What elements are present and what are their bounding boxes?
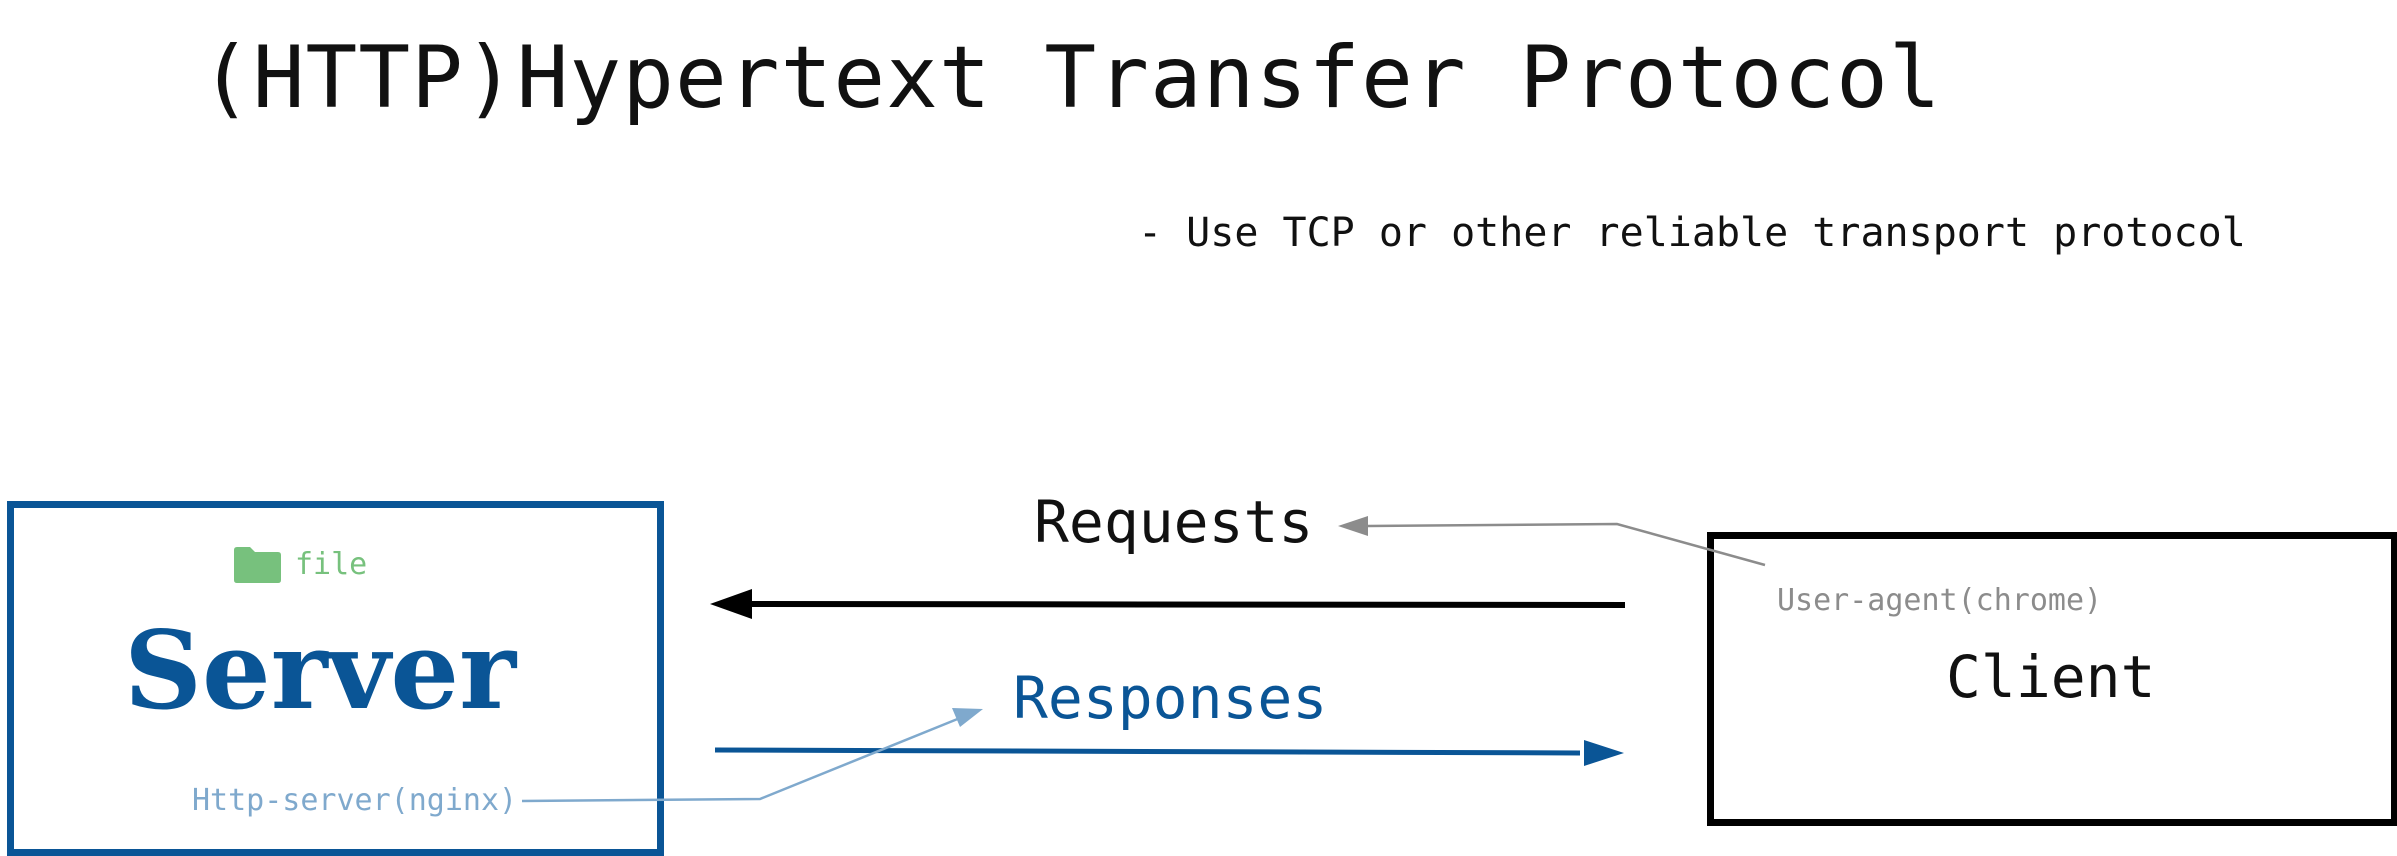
- user-agent-callout: [1367, 522, 1766, 567]
- server-box: [7, 501, 664, 856]
- client-label: Client: [1946, 643, 2156, 711]
- client-box: [1707, 532, 2397, 826]
- requests-label: Requests: [1034, 488, 1314, 556]
- http-server-callout: [521, 716, 961, 803]
- user-agent-callout-arrowhead: [1338, 516, 1368, 536]
- requests-arrow: [744, 601, 1626, 608]
- http-server-annotation: Http-server(nginx): [192, 783, 518, 818]
- requests-arrowhead: [710, 589, 752, 619]
- responses-label: Responses: [1013, 664, 1328, 732]
- folder-icon: [234, 547, 281, 583]
- responses-arrowhead: [1584, 740, 1624, 766]
- diagram-title: (HTTP)Hypertext Transfer Protocol: [200, 28, 1942, 128]
- file-label: file: [295, 547, 368, 582]
- user-agent-annotation: User-agent(chrome): [1777, 583, 2103, 618]
- tcp-note: - Use TCP or other reliable transport pr…: [1138, 210, 2246, 256]
- server-label: Server: [124, 608, 516, 734]
- http-server-callout-arrowhead: [952, 708, 983, 727]
- responses-arrow: [714, 747, 1581, 756]
